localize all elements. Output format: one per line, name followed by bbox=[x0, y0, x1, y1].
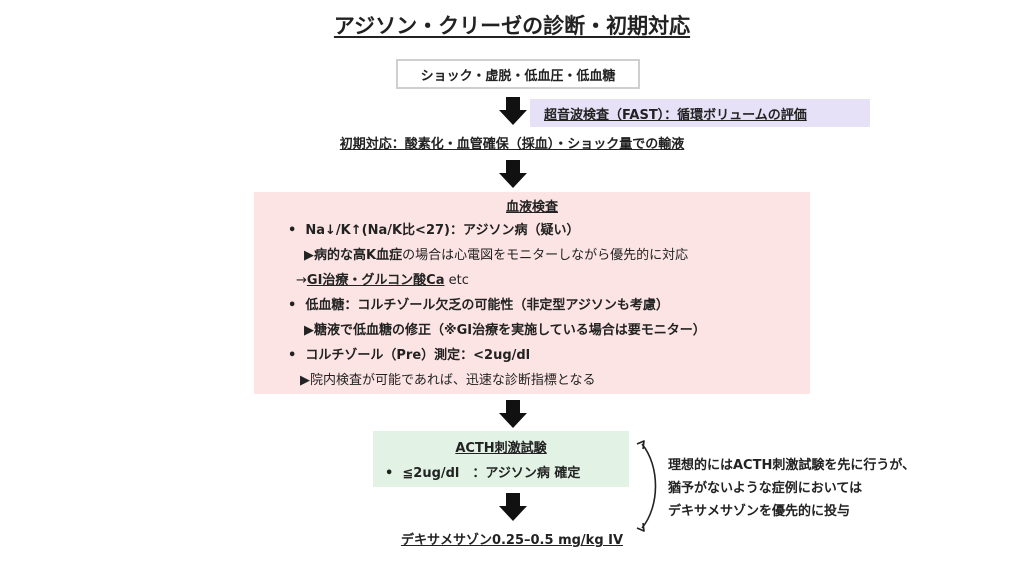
acth-bullet: • ≦2ug/dl ：アジソン病 確定 bbox=[385, 466, 581, 481]
acth-title: ACTH刺激試験 bbox=[455, 441, 547, 456]
bullet-dot-icon: • bbox=[288, 298, 297, 313]
initial-response: 初期対応：酸素化・血管確保（採血）・ショック量での輸液 bbox=[339, 137, 685, 152]
bullet-dot-icon: • bbox=[288, 223, 297, 238]
curved-arrow-icon bbox=[636, 440, 657, 532]
blood-bullet-hypoglycemia: • 低血糖：コルチゾール欠乏の可能性（非定型アジソンも考慮） bbox=[288, 298, 669, 313]
blood-sub-gi-therapy: →GI治療・グルコン酸Ca etc bbox=[296, 273, 469, 288]
blood-sub-hyperkalemia: ▶病的な高K血症の場合は心電図をモニターしながら優先的に対応 bbox=[304, 248, 689, 263]
page-title: アジソン・クリーゼの診断・初期対応 bbox=[333, 14, 691, 38]
side-note-line1: 理想的にはACTH刺激試験を先に行うが、 bbox=[668, 458, 916, 473]
down-arrow-icon bbox=[499, 400, 527, 428]
blood-bullet-na-k: • Na↓/K↑(Na/K比<27)：アジソン病（疑い） bbox=[288, 223, 580, 238]
shock-box-label: ショック・虚脱・低血圧・低血糖 bbox=[420, 68, 616, 84]
blood-sub-glucose: ▶糖液で低血糖の修正（※GI治療を実施している場合は要モニター） bbox=[304, 323, 706, 338]
blood-sub-inhouse: ▶院内検査が可能であれば、迅速な診断指標となる bbox=[300, 373, 596, 388]
shock-box: ショック・虚脱・低血圧・低血糖 bbox=[396, 59, 640, 89]
side-note-line2: 猶予がないような症例においては bbox=[668, 481, 863, 496]
bullet-dot-icon: • bbox=[288, 348, 297, 363]
blood-test-box: 血液検査 • Na↓/K↑(Na/K比<27)：アジソン病（疑い） ▶病的な高K… bbox=[254, 192, 810, 394]
final-treatment: デキサメサゾン0.25–0.5 mg/kg IV bbox=[400, 533, 624, 548]
acth-box: ACTH刺激試験 • ≦2ug/dl ：アジソン病 確定 bbox=[373, 431, 629, 487]
blood-bullet-cortisol: • コルチゾール（Pre）測定：<2ug/dl bbox=[288, 348, 531, 363]
down-arrow-icon bbox=[499, 160, 527, 188]
down-arrow-icon bbox=[499, 493, 527, 521]
blood-test-title: 血液検査 bbox=[505, 200, 558, 215]
side-note-line3: デキサメサゾンを優先的に投与 bbox=[668, 504, 851, 519]
fast-note-label: 超音波検査（FAST）：循環ボリュームの評価 bbox=[544, 107, 807, 123]
down-arrow-icon bbox=[499, 97, 527, 125]
bullet-dot-icon: • bbox=[385, 466, 394, 481]
fast-note: 超音波検査（FAST）：循環ボリュームの評価 bbox=[530, 99, 870, 127]
